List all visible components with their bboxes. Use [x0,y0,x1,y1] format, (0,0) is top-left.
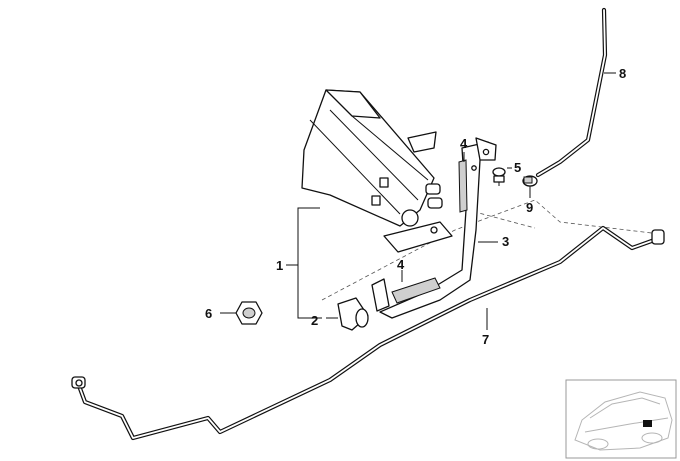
canister-port-middle [371,195,381,206]
bracket-3[interactable] [379,137,497,319]
pipe-end-cap-right [651,229,665,245]
rubber-mount-2[interactable] [337,297,369,331]
location-marker-icon [643,420,652,427]
rubber-pad-4-lower[interactable] [371,277,441,312]
callout-1: 1 [276,258,283,273]
callout-4-upper: 4 [460,136,468,151]
vapor-pipe-7[interactable] [71,225,665,441]
callout-3: 3 [502,234,509,249]
charcoal-canister[interactable] [301,89,453,253]
hose-clamp-9[interactable] [522,175,538,187]
callout-4-lower: 4 [397,257,405,272]
screw-5[interactable] [492,167,506,186]
nut-6[interactable] [235,301,263,325]
assembly-guide-lines [321,199,661,301]
pipe-end-fitting-hole [75,379,83,387]
callout-7: 7 [482,332,489,347]
canister-mount-hole [430,226,438,234]
callout-labels: 1 2 3 4 4 5 6 7 8 9 [205,66,626,347]
callout-6: 6 [205,306,212,321]
rubber-pad-4-upper[interactable] [458,159,468,213]
callout-2: 2 [311,313,318,328]
callout-8: 8 [619,66,626,81]
canister-nozzle-top [425,183,441,195]
canister-nozzle-bottom [427,197,443,209]
callout-5: 5 [514,160,521,175]
callout-9: 9 [526,200,533,215]
leader-lines [220,72,616,330]
canister-valve [401,209,419,227]
canister-port-upper [379,177,389,188]
vent-pipe-8[interactable] [535,7,608,178]
vehicle-location-thumbnail[interactable] [565,379,677,459]
